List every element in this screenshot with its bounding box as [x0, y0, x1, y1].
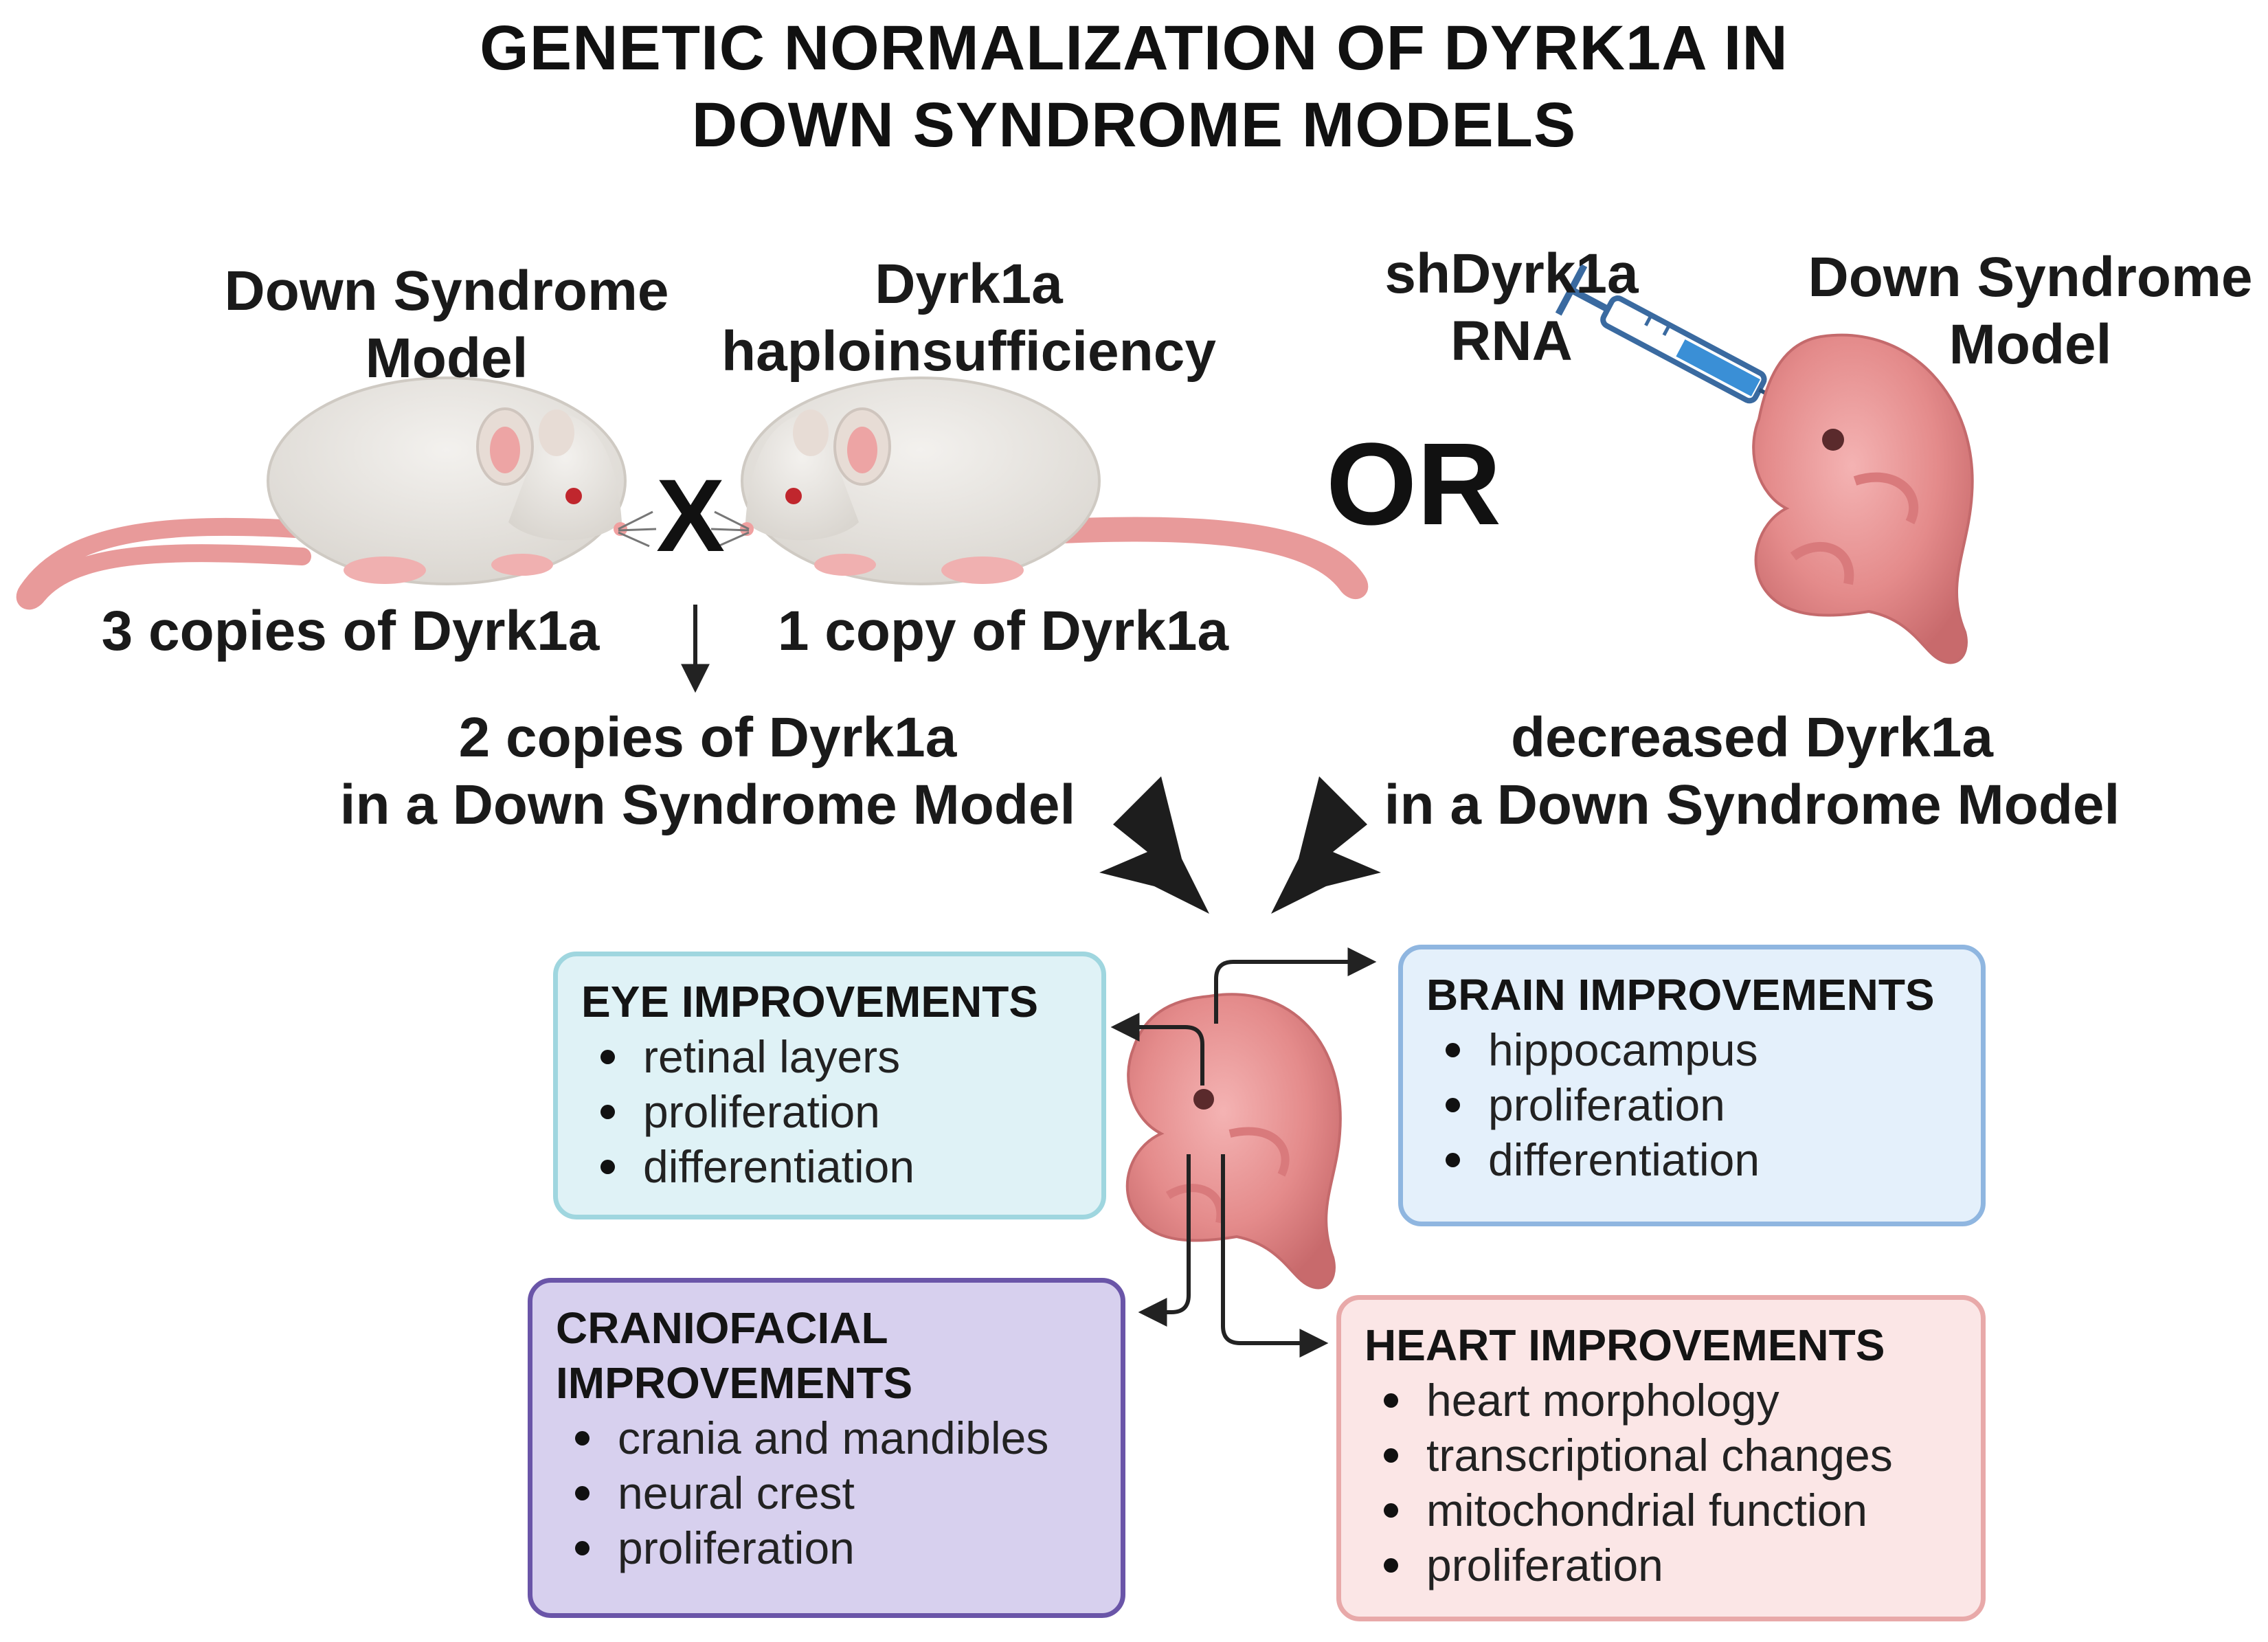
heart-box-title: HEART IMPROVEMENTS: [1365, 1320, 1885, 1370]
cross-symbol: X: [656, 458, 726, 573]
mouse-icon: [710, 376, 1369, 599]
result-right-label: decreased Dyrk1a in a Down Syndrome Mode…: [1340, 704, 2164, 839]
embryo-model-label-line1: Down Syndrome: [1808, 246, 2253, 308]
connector-to-heart: [1221, 1154, 1329, 1358]
mouse-icon: [16, 376, 657, 610]
heart-improvements-box: HEART IMPROVEMENTS heart morphology tran…: [1336, 1295, 1986, 1621]
craniofacial-improvements-box: CRANIOFACIAL IMPROVEMENTS crania and man…: [528, 1278, 1125, 1618]
left-mouse-label-line2: Model: [365, 327, 528, 390]
brain-box-title: BRAIN IMPROVEMENTS: [1426, 970, 1935, 1020]
list-item: differentiation: [1446, 1132, 1957, 1187]
syringe-icon: [1555, 264, 1828, 427]
left-copies-label: 3 copies of Dyrk1a: [101, 600, 600, 662]
craniofacial-box-title-2: IMPROVEMENTS: [556, 1358, 913, 1408]
title-line-2: DOWN SYNDROME MODELS: [691, 90, 1577, 160]
craniofacial-box-list: crania and mandibles neural crest prolif…: [556, 1410, 1097, 1575]
heart-box-list: heart morphology transcriptional changes…: [1365, 1373, 1957, 1593]
embryo-model-label: Down Syndrome Model: [1793, 244, 2267, 379]
list-item: proliferation: [600, 1084, 1078, 1139]
list-item: proliferation: [1384, 1538, 1957, 1593]
embryo-icon: [1125, 993, 1342, 1290]
list-item: differentiation: [600, 1139, 1078, 1194]
list-item: retinal layers: [600, 1029, 1078, 1084]
eye-improvements-box: EYE IMPROVEMENTS retinal layers prolifer…: [553, 952, 1106, 1219]
injection-label: shDyrk1a RNA: [1367, 240, 1656, 375]
connector-to-brain: [1214, 947, 1377, 1024]
eye-box-list: retinal layers proliferation differentia…: [581, 1029, 1078, 1194]
brain-improvements-box: BRAIN IMPROVEMENTS hippocampus prolifera…: [1398, 945, 1986, 1226]
list-item: heart morphology: [1384, 1373, 1957, 1428]
or-label: OR: [1326, 419, 1501, 550]
brain-box-list: hippocampus proliferation differentiatio…: [1426, 1022, 1957, 1187]
result-left-label: 2 copies of Dyrk1a in a Down Syndrome Mo…: [295, 704, 1120, 839]
connector-to-eye: [1110, 1013, 1204, 1086]
list-item: proliferation: [575, 1520, 1097, 1575]
title-line-1: GENETIC NORMALIZATION OF DYRK1A IN: [480, 13, 1788, 83]
converge-arrow-right: [1271, 776, 1381, 914]
connector-to-craniofacial: [1138, 1154, 1191, 1327]
embryo-model-label-line2: Model: [1949, 313, 2112, 376]
right-mouse-label: Dyrk1a haploinsufficiency: [694, 251, 1244, 385]
result-left-line2: in a Down Syndrome Model: [339, 774, 1076, 836]
page-title: GENETIC NORMALIZATION OF DYRK1A IN DOWN …: [0, 10, 2268, 164]
injection-label-line1: shDyrk1a: [1384, 243, 1639, 305]
left-mouse-label-line1: Down Syndrome: [224, 260, 669, 322]
result-right-line2: in a Down Syndrome Model: [1384, 774, 2120, 836]
list-item: hippocampus: [1446, 1022, 1957, 1077]
injection-label-line2: RNA: [1450, 310, 1573, 372]
list-item: crania and mandibles: [575, 1410, 1097, 1465]
converge-arrow-left: [1099, 776, 1209, 914]
list-item: neural crest: [575, 1465, 1097, 1520]
craniofacial-box-title-1: CRANIOFACIAL: [556, 1303, 888, 1353]
result-right-line1: decreased Dyrk1a: [1510, 706, 1994, 769]
embryo-icon: [1752, 333, 1974, 664]
right-mouse-label-line2: haploinsufficiency: [721, 320, 1216, 383]
list-item: transcriptional changes: [1384, 1428, 1957, 1483]
left-mouse-label: Down Syndrome Model: [199, 258, 694, 392]
result-left-line1: 2 copies of Dyrk1a: [458, 706, 957, 769]
list-item: mitochondrial function: [1384, 1483, 1957, 1538]
list-item: proliferation: [1446, 1077, 1957, 1132]
eye-box-title: EYE IMPROVEMENTS: [581, 977, 1038, 1026]
right-mouse-label-line1: Dyrk1a: [875, 253, 1063, 315]
right-copies-label: 1 copy of Dyrk1a: [777, 600, 1229, 662]
